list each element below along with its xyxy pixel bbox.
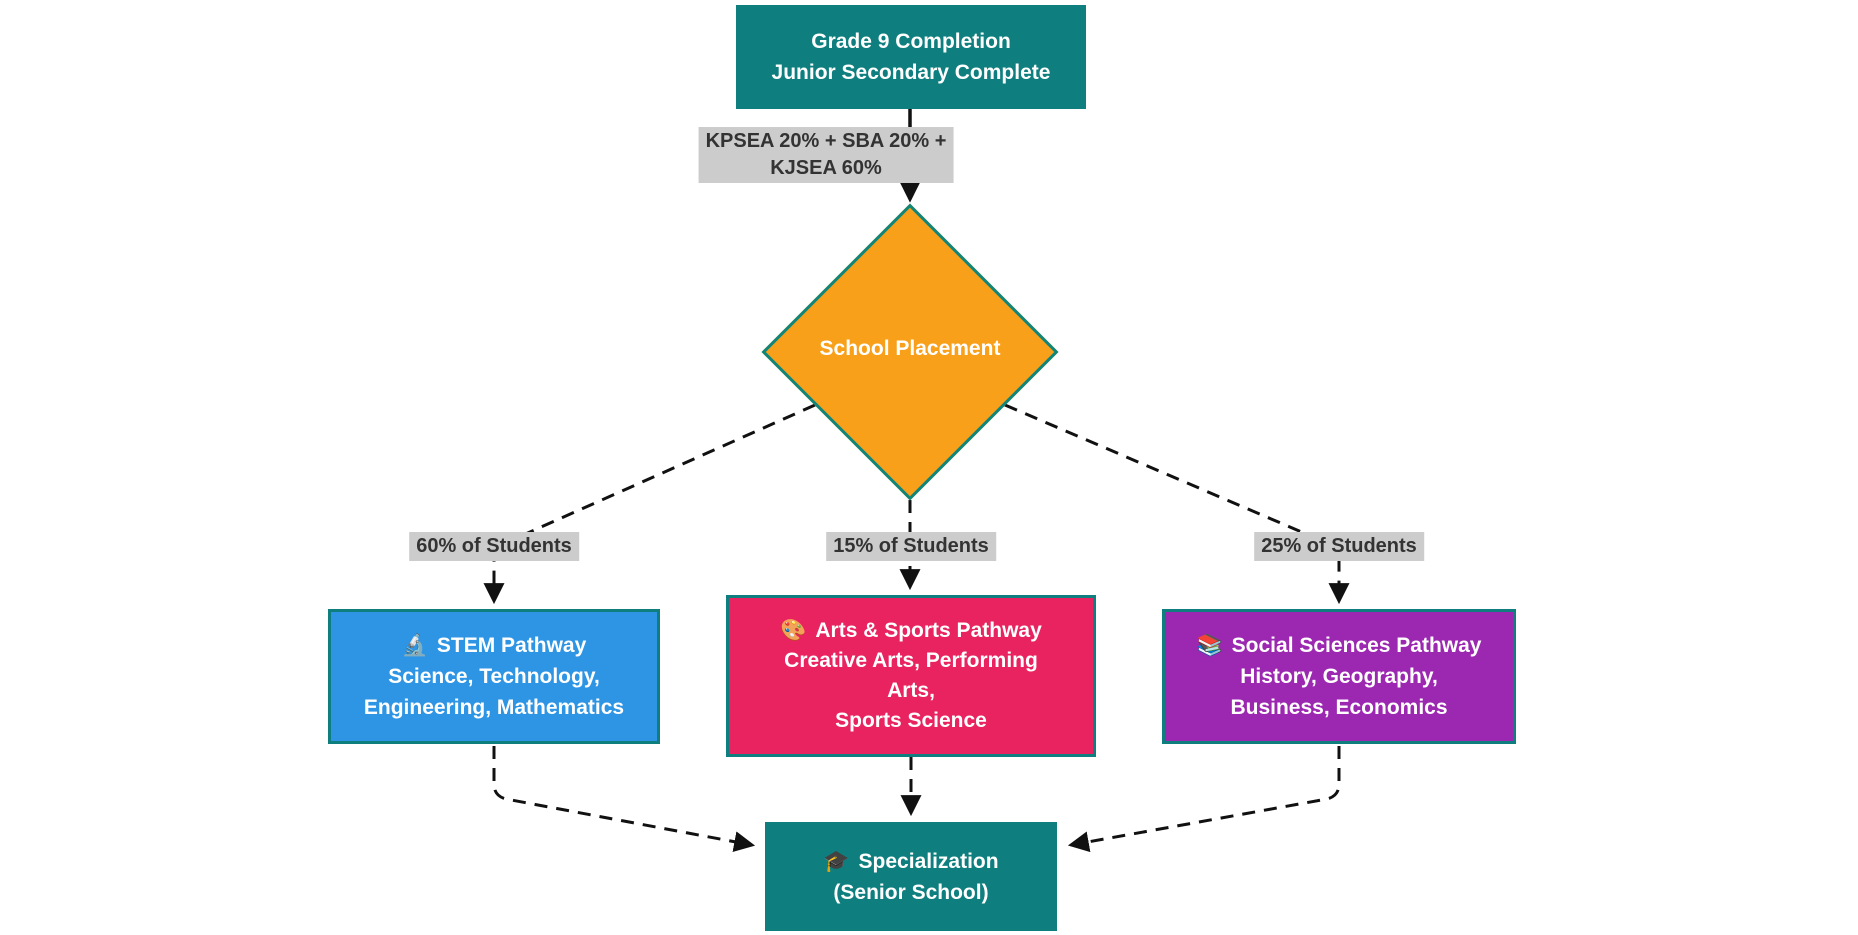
social-pathway-line2: History, Geography, — [1240, 665, 1438, 688]
edge-placement-to-social — [1004, 403, 1350, 605]
graduation-cap-icon: 🎓 — [823, 849, 850, 873]
node-specialization: 🎓 Specialization (Senior School) — [765, 822, 1057, 931]
microscope-icon: 🔬 — [401, 634, 428, 657]
edge-label-arts-percentage: 15% of Students — [826, 532, 996, 561]
exam-weighting-line2: KJSEA 60% — [770, 157, 882, 179]
palette-icon: 🎨 — [780, 619, 807, 642]
stem-pathway-title: STEM Pathway — [436, 634, 587, 657]
edge-label-stem-percentage: 60% of Students — [409, 532, 579, 561]
specialization-title: Specialization — [858, 849, 999, 873]
node-social-sciences-pathway: 📚 Social Sciences Pathway History, Geogra… — [1162, 609, 1516, 744]
social-pathway-title: Social Sciences Pathway — [1231, 634, 1482, 657]
arts-pathway-title: Arts & Sports Pathway — [815, 619, 1042, 642]
arts-pathway-line2: Creative Arts, Performing — [784, 649, 1038, 672]
edge-social-to-specialization — [1067, 746, 1341, 853]
arts-pathway-line3: Arts, — [887, 679, 935, 702]
exam-weighting-line1: KPSEA 20% + SBA 20% + — [705, 130, 947, 152]
edge-label-exam-weighting: KPSEA 20% + SBA 20% + KJSEA 60% — [698, 127, 954, 183]
stem-pathway-line2: Science, Technology, — [388, 665, 600, 688]
node-arts-sports-pathway: 🎨 Arts & Sports Pathway Creative Arts, Pe… — [726, 595, 1096, 757]
specialization-line2: (Senior School) — [833, 880, 989, 904]
node-grade9-completion: Grade 9 Completion Junior Secondary Comp… — [736, 5, 1086, 109]
node-stem-pathway: 🔬 STEM Pathway Science, Technology, Engin… — [328, 609, 660, 744]
stem-pathway-line3: Engineering, Mathematics — [363, 696, 625, 719]
edge-label-social-percentage: 25% of Students — [1254, 532, 1424, 561]
grade9-line1: Grade 9 Completion — [811, 30, 1011, 53]
edge-stem-to-specialization — [492, 746, 756, 853]
arts-pathway-line4: Sports Science — [835, 709, 987, 732]
social-pathway-line3: Business, Economics — [1230, 696, 1448, 719]
edge-placement-to-stem — [483, 403, 816, 605]
decision-school-placement-label: School Placement — [819, 337, 1001, 360]
grade9-line2: Junior Secondary Complete — [771, 61, 1051, 84]
books-icon: 📚 — [1196, 634, 1223, 657]
